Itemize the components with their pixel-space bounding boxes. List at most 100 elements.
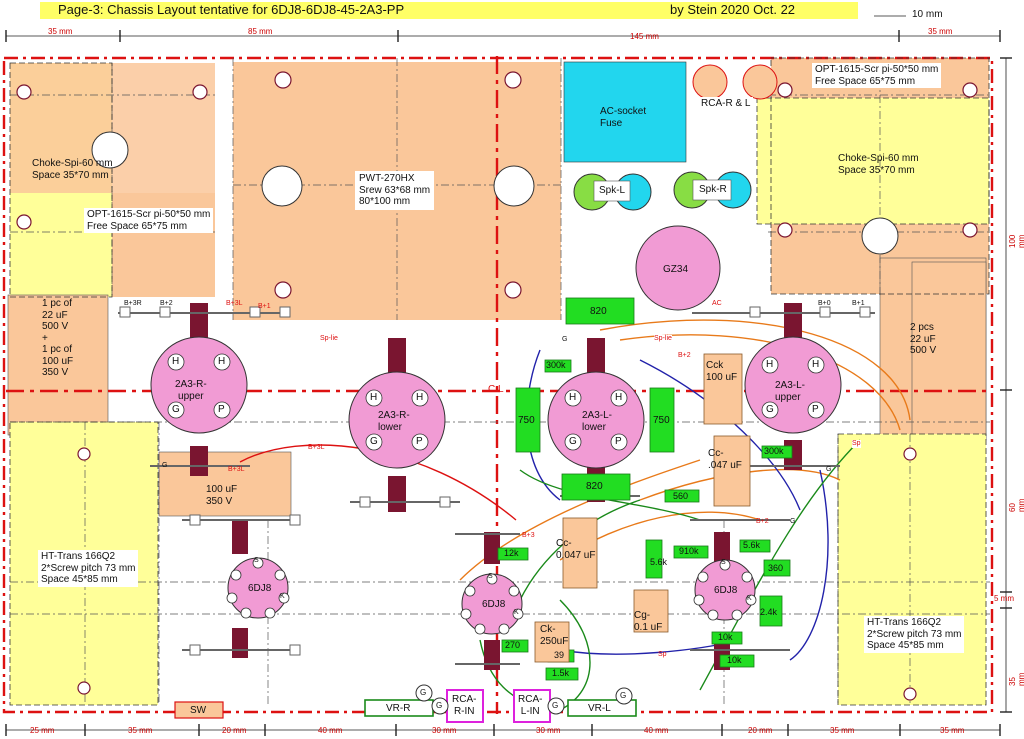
- pin-s: S: [254, 557, 259, 564]
- tag-sp-lie-right: Sp-lie: [654, 335, 672, 344]
- pin-g: G: [370, 436, 378, 447]
- resistor-820-top: 820: [590, 306, 607, 317]
- resistor-5-6k-left: 5.6k: [650, 557, 668, 567]
- pin-k: K: [514, 609, 519, 616]
- pin-k: K: [280, 593, 285, 600]
- pin-h: H: [416, 392, 424, 403]
- tube-2a3-r-upper-label: 2A3-R- upper: [175, 379, 207, 402]
- pin-p: P: [416, 436, 423, 447]
- tag-sp-lie-left: Sp-lie: [320, 335, 338, 344]
- resistor-300k-right: 300k: [764, 446, 784, 456]
- pin-h: H: [766, 359, 774, 370]
- pin-h: H: [615, 392, 623, 403]
- author-date: by Stein 2020 Oct. 22: [670, 2, 796, 17]
- ck-label: Ck- 250uF: [540, 624, 569, 647]
- bottom-dim-6: 30 mm: [536, 726, 561, 735]
- tag-g-d: G: [790, 518, 796, 525]
- tag-b1-right: B+1: [852, 300, 865, 307]
- gz34-label: GZ34: [663, 264, 689, 275]
- tag-g-vr-r: G: [436, 701, 443, 710]
- cap-right-label: 2 pcs 22 uF 500 V: [910, 322, 937, 356]
- component-zones: [7, 58, 989, 705]
- tag-g-a: G: [562, 336, 568, 343]
- cap-left-label: 1 pc of 22 uF 500 V + 1 pc of 100 uF 350…: [42, 298, 74, 378]
- resistor-750-right: 750: [653, 415, 670, 426]
- ac-socket-zone: [563, 61, 687, 163]
- bottom-dim-8: 20 mm: [748, 726, 773, 735]
- choke-right-label: Choke-Spi-60 mm Space 35*70 mm: [838, 153, 919, 176]
- resistor-10k-a: 10k: [718, 632, 733, 642]
- tube-6dj8-b-label: 6DJ8: [482, 599, 506, 610]
- resistor-360: 360: [768, 563, 784, 573]
- resistor-5-6k-right: 5.6k: [743, 540, 761, 550]
- cc-047-mid-label: Cc- 0.047 uF: [556, 538, 596, 561]
- pin-g: G: [172, 404, 180, 415]
- tag-b3r: B+3R: [124, 300, 142, 307]
- pin-g: G: [766, 404, 774, 415]
- resistor-270: 270: [505, 640, 521, 650]
- opt-left-zone: [10, 63, 215, 193]
- top-dim-1: 35 mm: [48, 27, 73, 36]
- tag-sp-mid: Sp: [658, 651, 667, 658]
- cap-left-zone: [7, 294, 109, 436]
- gz34-rectifier: [635, 225, 721, 311]
- tag-b3l-mid: B+3L: [228, 466, 245, 473]
- tag-sp-right: Sp: [852, 440, 861, 449]
- ht-right-zone: [838, 434, 986, 705]
- resistor-1-5k: 1.5k: [552, 668, 570, 678]
- opt-right-label: OPT-1615-Scr pi-50*50 mm Free Space 65*7…: [812, 63, 942, 88]
- bottom-dim-4: 40 mm: [318, 726, 343, 735]
- cck-label: Cck 100 uF: [706, 360, 738, 383]
- ht-right-label: HT-Trans 166Q2 2*Screw pitch 73 mm Space…: [864, 616, 965, 653]
- choke-right-zone: [757, 98, 989, 224]
- spk-l-label: Spk-L: [599, 185, 626, 196]
- ac-socket-label: AC-socket Fuse: [600, 106, 647, 129]
- tube-socket-bars: [190, 303, 802, 670]
- pin-p: P: [812, 404, 819, 415]
- cap-mid-label: 100 uF 350 V: [206, 484, 238, 507]
- vr-l-label: VR-L: [588, 703, 611, 714]
- opt-left-hole: [91, 131, 129, 169]
- pin-g: G: [569, 436, 577, 447]
- resistor-12k: 12k: [504, 548, 519, 558]
- scale-label: 10 mm: [912, 9, 943, 20]
- rca-out-hole-b: [742, 64, 778, 100]
- tag-b2-mid: B+2: [678, 352, 691, 359]
- bottom-panel: [174, 684, 637, 723]
- spk-r-label: Spk-R: [699, 184, 727, 195]
- tag-b2: B+2: [160, 300, 173, 307]
- right-dim-1: 100 mm: [1008, 234, 1024, 248]
- page-header: Page-3: Chassis Layout tentative for 6DJ…: [40, 2, 858, 19]
- tube-6dj8-c-label: 6DJ8: [714, 585, 738, 596]
- tag-b2-low: B+2: [756, 518, 769, 525]
- choke-left-label: Choke-Spi-60 mm Space 35*70 mm: [32, 158, 113, 181]
- top-dim-4: 35 mm: [928, 27, 953, 36]
- bottom-dim-2: 35 mm: [128, 726, 153, 735]
- pin-h: H: [569, 392, 577, 403]
- tag-g-rca-l: G: [552, 701, 559, 710]
- tag-b3l-wire: B+3L: [308, 444, 325, 451]
- resistor-910k: 910k: [679, 546, 699, 556]
- rca-out-label: RCA-R & L: [698, 97, 754, 111]
- tag-g-rca-r: G: [420, 688, 427, 697]
- resistors: [497, 297, 793, 681]
- pin-h: H: [370, 392, 378, 403]
- tube-2a3-l-lower-label: 2A3-L- lower: [582, 410, 613, 433]
- right-dim-3: 5 mm: [994, 594, 1014, 603]
- dimension-lines: [5, 15, 1012, 736]
- pin-k: K: [747, 595, 752, 602]
- rca-l-in-label: RCA- L-IN: [518, 694, 543, 717]
- speaker-terminals: [573, 171, 752, 211]
- tag-b3l: B+3L: [226, 300, 243, 307]
- resistor-300k-left: 300k: [546, 360, 566, 370]
- bottom-dim-7: 40 mm: [644, 726, 669, 735]
- pwt-label: PWT-270HX Srew 63*68 mm 80*100 mm: [355, 171, 435, 210]
- pin-h: H: [812, 359, 820, 370]
- pin-p: P: [615, 436, 622, 447]
- pin-h: H: [218, 356, 226, 367]
- terminal-strips: [118, 306, 875, 665]
- pin-s: S: [721, 559, 726, 566]
- pin-s: S: [488, 573, 493, 580]
- pin-h: H: [172, 356, 180, 367]
- sw-label: SW: [190, 705, 207, 716]
